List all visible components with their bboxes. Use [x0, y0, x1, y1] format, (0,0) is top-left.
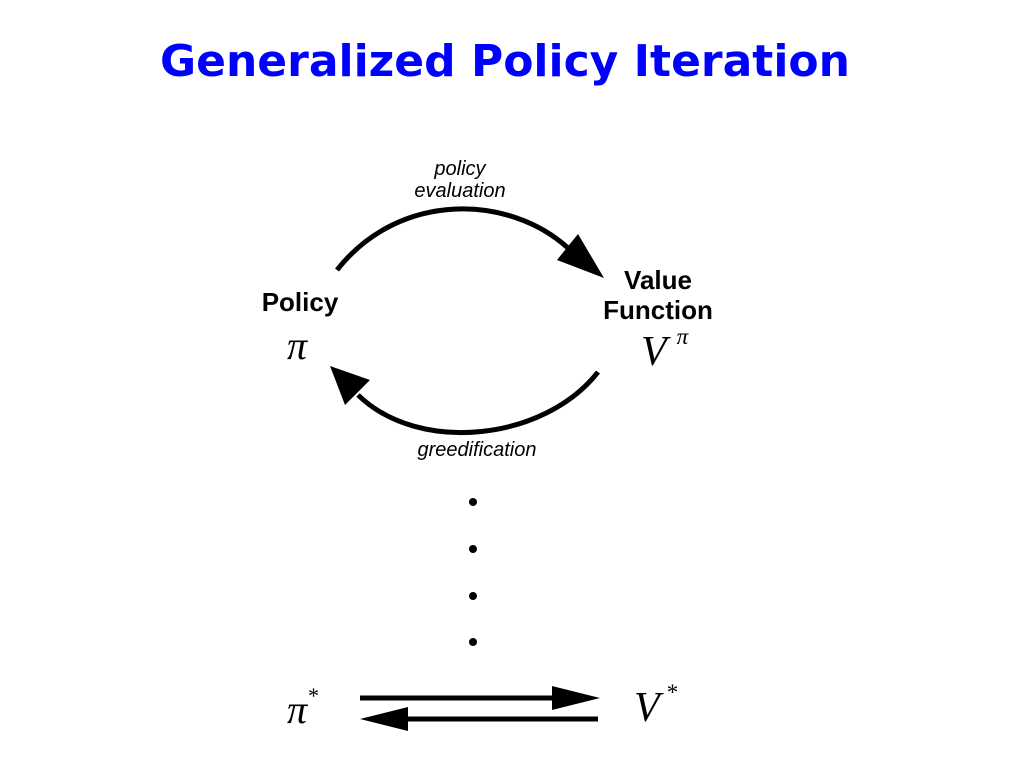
optimal-value-symbol: V* [634, 679, 677, 732]
top-arrow-label-line1: policy [434, 158, 486, 180]
value-function-label: Value Function [580, 265, 736, 325]
optimal-value-base: V [634, 685, 660, 731]
greedification-arc [356, 370, 600, 435]
ellipsis-dot-1 [469, 498, 477, 506]
policy-evaluation-arc [335, 206, 570, 272]
right-arrow-head [552, 686, 600, 710]
optimal-policy-superscript: * [307, 683, 319, 709]
top-arrow-label: policy evaluation [380, 158, 540, 202]
ellipsis-dot-2 [469, 545, 477, 553]
value-symbol-superscript: π [676, 323, 689, 350]
top-arrow-label-line2: evaluation [414, 180, 506, 202]
policy-symbol: π [287, 323, 308, 368]
optimal-value-superscript: * [665, 679, 678, 706]
greedification-arrowhead [330, 366, 370, 405]
ellipsis-dot-4 [469, 638, 477, 646]
bottom-arrow-label: greedification [417, 439, 537, 461]
value-symbol-base: V [641, 329, 667, 375]
left-arrow-head [360, 707, 408, 731]
policy-label: Policy [261, 287, 339, 317]
slide-title: Generalized Policy Iteration [160, 36, 850, 87]
value-label-line1: Value [624, 265, 692, 295]
policy-evaluation-arrowhead [557, 234, 604, 278]
ellipsis-dot-3 [469, 592, 477, 600]
value-label-line2: Function [603, 295, 713, 325]
optimal-policy-symbol: π* [287, 683, 319, 733]
optimal-policy-base: π [287, 687, 308, 732]
